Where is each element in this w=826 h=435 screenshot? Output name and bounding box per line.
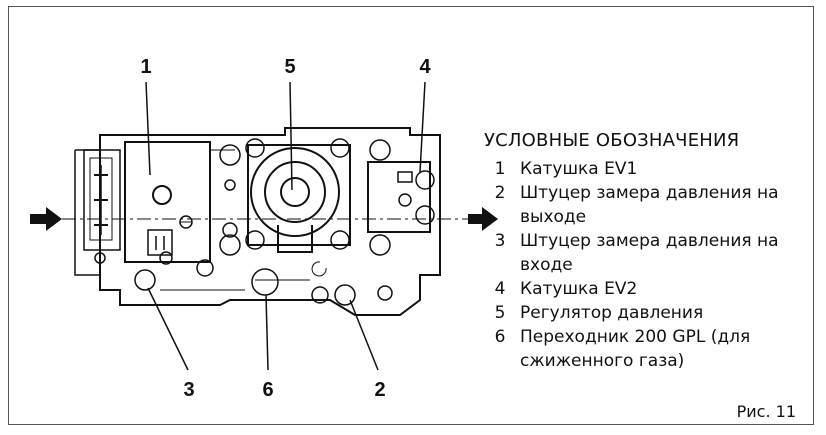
figure-frame: [8, 6, 814, 425]
callout-1: 1: [140, 56, 151, 78]
inlet-arrow: [30, 207, 62, 231]
legend-number: 4: [494, 279, 506, 299]
valve-body: [74, 127, 441, 316]
callout-5: 5: [284, 56, 295, 78]
legend-number: 2: [494, 183, 506, 203]
callout-2: 2: [374, 379, 385, 401]
legend-item: 3 Штуцер замера давления на входе: [484, 229, 824, 277]
legend-text: Регулятор давления: [520, 303, 704, 323]
callout-6: 6: [262, 379, 273, 401]
legend-text: Переходник 200 GPL (для сжиженного газа): [520, 327, 751, 371]
legend-item: 2 Штуцер замера давления на выходе: [484, 181, 824, 229]
legend-number: 5: [494, 303, 506, 323]
callout-3: 3: [183, 379, 194, 401]
legend-item: 5 Регулятор давления: [484, 301, 824, 325]
legend-item: 4 Катушка EV2: [484, 277, 824, 301]
legend-number: 3: [494, 231, 506, 251]
legend-item: 6 Переходник 200 GPL (для сжиженного газа…: [484, 325, 824, 373]
legend-title: УСЛОВНЫЕ ОБОЗНАЧЕНИЯ: [484, 130, 740, 151]
legend-text: Катушка EV1: [520, 159, 638, 179]
legend-item: 1 Катушка EV1: [484, 157, 824, 181]
legend-text: Катушка EV2: [520, 279, 638, 299]
legend-number: 1: [494, 159, 506, 179]
callout-4: 4: [419, 56, 431, 78]
legend-text: Штуцер замера давления на входе: [520, 231, 779, 275]
legend-number: 6: [494, 327, 506, 347]
legend-text: Штуцер замера давления на выходе: [520, 183, 779, 227]
outlet-arrow: [468, 207, 498, 231]
leader-lines: [145, 81, 426, 371]
figure-label: Рис. 11: [736, 402, 796, 421]
